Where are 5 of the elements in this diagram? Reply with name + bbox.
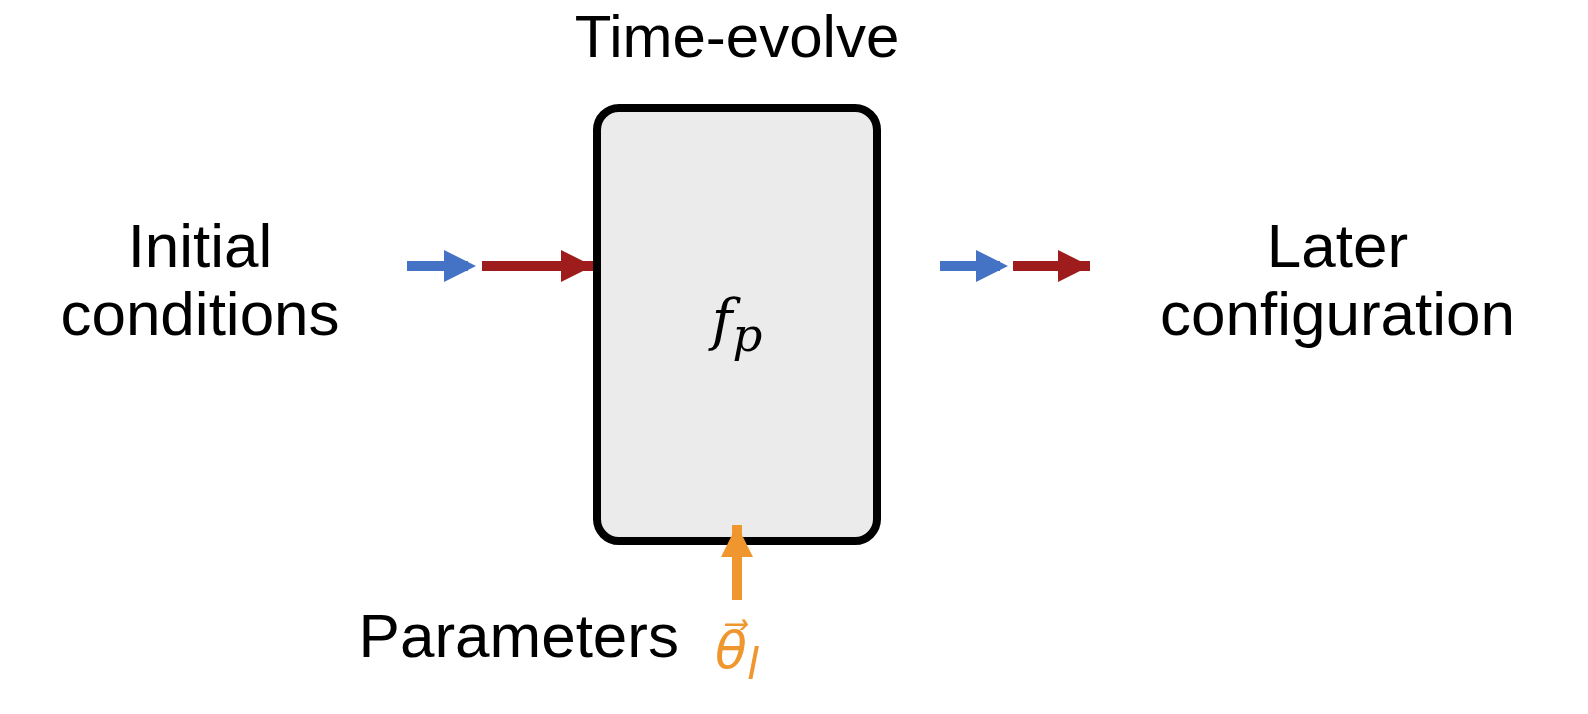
arrow	[721, 525, 753, 600]
parameter-label: Parameters	[358, 600, 679, 671]
text-label: Initial conditions	[59, 211, 341, 349]
text-label: Later configuration	[1159, 211, 1516, 349]
box-heading: Time-evolve	[573, 4, 901, 70]
